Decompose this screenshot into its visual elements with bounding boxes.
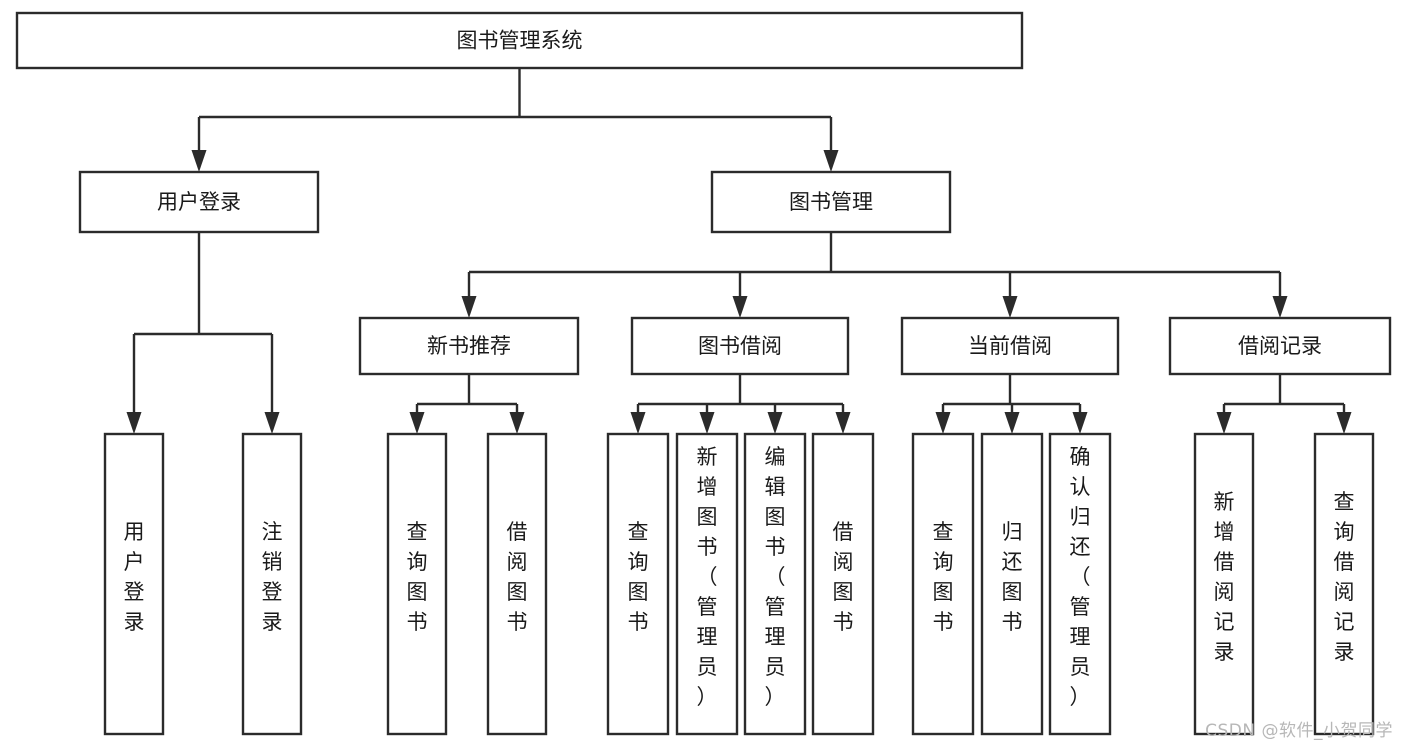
node-leaf-logout-login[interactable]: 注销登录 xyxy=(241,432,303,736)
node-label: 新增借阅记录 xyxy=(1214,490,1235,664)
node-label: 查询图书 xyxy=(407,520,428,634)
node-leaf-borrow-book[interactable]: 借阅图书 xyxy=(811,432,875,736)
node-book-borrow[interactable]: 图书借阅 xyxy=(630,316,850,376)
node-leaf-query-borrow-record[interactable]: 查询借阅记录 xyxy=(1313,432,1375,736)
node-borrow-records[interactable]: 借阅记录 xyxy=(1168,316,1392,376)
connector-edge-records-bus xyxy=(1216,374,1352,434)
node-label: 借阅记录 xyxy=(1238,334,1322,358)
node-label: 注销登录 xyxy=(262,520,283,634)
node-root[interactable]: 图书管理系统 xyxy=(15,11,1024,70)
node-leaf-query-book-current[interactable]: 查询图书 xyxy=(911,432,975,736)
node-leaf-confirm-return-admin[interactable]: 确认归还（管理员） xyxy=(1048,432,1112,736)
node-label: 确认归还（管理员） xyxy=(1070,445,1091,709)
node-label: 查询借阅记录 xyxy=(1334,490,1355,664)
connector-edge-bookmgmt-bus xyxy=(461,232,1288,318)
connector-layer xyxy=(126,68,1352,434)
node-label: 归还图书 xyxy=(1002,520,1023,634)
node-label: 查询图书 xyxy=(628,520,649,634)
node-leaf-add-book-admin[interactable]: 新增图书（管理员） xyxy=(675,432,739,736)
node-label: 借阅图书 xyxy=(833,520,854,634)
connector-edge-recommend-bus xyxy=(409,374,525,434)
node-label: 新增图书（管理员） xyxy=(697,445,718,709)
node-label: 用户登录 xyxy=(157,190,241,214)
node-label: 编辑图书（管理员） xyxy=(765,445,786,709)
node-leaf-add-borrow-record[interactable]: 新增借阅记录 xyxy=(1193,432,1255,736)
node-leaf-query-book-recommend[interactable]: 查询图书 xyxy=(386,432,448,736)
node-book-management[interactable]: 图书管理 xyxy=(710,170,952,234)
node-current-borrow[interactable]: 当前借阅 xyxy=(900,316,1120,376)
connector-edge-userlogin-bus xyxy=(126,232,280,434)
node-label: 图书借阅 xyxy=(698,334,782,358)
connector-edge-root-bus xyxy=(191,68,839,172)
node-label: 图书管理 xyxy=(789,190,873,214)
node-user-login[interactable]: 用户登录 xyxy=(78,170,320,234)
node-leaf-user-login[interactable]: 用户登录 xyxy=(103,432,165,736)
node-leaf-borrow-book-recommend[interactable]: 借阅图书 xyxy=(486,432,548,736)
node-label: 用户登录 xyxy=(124,520,145,634)
node-layer: 图书管理系统用户登录图书管理新书推荐图书借阅当前借阅借阅记录用户登录注销登录查询… xyxy=(15,11,1392,736)
node-leaf-return-book[interactable]: 归还图书 xyxy=(980,432,1044,736)
node-leaf-edit-book-admin[interactable]: 编辑图书（管理员） xyxy=(743,432,807,736)
node-label: 借阅图书 xyxy=(507,520,528,634)
node-leaf-query-book-borrow[interactable]: 查询图书 xyxy=(606,432,670,736)
node-label: 新书推荐 xyxy=(427,334,511,358)
connector-edge-current-bus xyxy=(935,374,1088,434)
node-label: 查询图书 xyxy=(933,520,954,634)
node-label: 当前借阅 xyxy=(968,334,1052,358)
node-new-book-recommend[interactable]: 新书推荐 xyxy=(358,316,580,376)
connector-edge-borrow-bus xyxy=(630,374,851,434)
node-label: 图书管理系统 xyxy=(457,29,583,53)
